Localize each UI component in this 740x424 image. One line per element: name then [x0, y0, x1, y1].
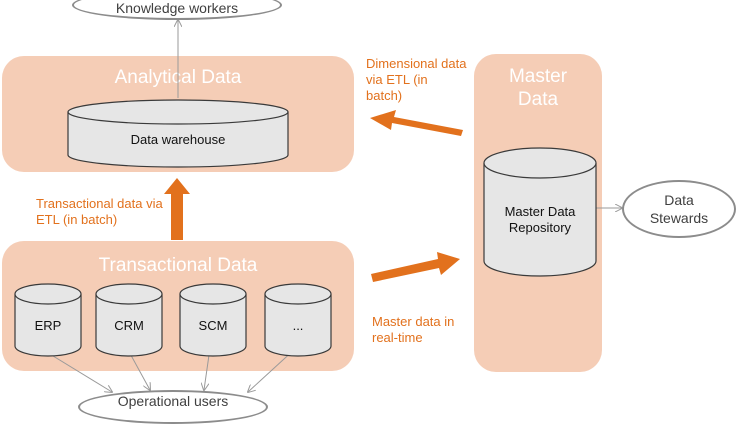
transactional-etl-note-line2: ETL (in batch) — [36, 212, 118, 227]
other-system-cylinder — [264, 283, 332, 357]
master-data-repository-cylinder — [483, 147, 597, 277]
scm-label: SCM — [198, 318, 228, 333]
knowledge-workers-label: Knowledge workers — [115, 0, 239, 16]
data-warehouse-label: Data warehouse — [130, 132, 226, 147]
crm-cylinder — [95, 283, 163, 357]
master-data-repository-label-line1: Master Data — [504, 204, 576, 219]
other-system-label: ... — [292, 318, 304, 333]
master-data-title-line1: Master — [508, 66, 568, 87]
dimensional-etl-note-line1: Dimensional data — [366, 56, 467, 71]
dimensional-etl-note-line2: via ETL (in — [366, 72, 428, 87]
operational-users-ellipse: Operational users — [78, 390, 268, 424]
scm-cylinder — [179, 283, 247, 357]
data-stewards-label-line1: Data — [664, 192, 694, 208]
dimensional-etl-note-line3: batch) — [366, 88, 403, 103]
data-warehouse-cylinder — [67, 99, 289, 168]
master-realtime-note-line1: Master data in — [372, 314, 455, 329]
master-data-title-line2: Data — [517, 89, 559, 110]
transactional-to-warehouse-arrow — [164, 178, 190, 240]
transactional-etl-note-line1: Transactional data via — [36, 196, 163, 211]
transactional-data-title: Transactional Data — [98, 255, 258, 276]
transactional-etl-note: Transactional data via ETL (in batch) — [36, 196, 163, 228]
erp-cylinder — [14, 283, 82, 357]
erp-label: ERP — [34, 318, 62, 333]
crm-label: CRM — [114, 318, 144, 333]
diagram-graphics — [14, 0, 740, 414]
master-data-realtime-arrow — [371, 252, 460, 282]
master-data-repository-label-line2: Repository — [508, 220, 572, 235]
operational-users-label: Operational users — [117, 393, 229, 409]
master-realtime-note-line2: real-time — [372, 330, 423, 345]
master-realtime-note: Master data in real-time — [372, 314, 454, 346]
operational-users-connectors — [40, 348, 296, 392]
data-stewards-label-line2: Stewards — [649, 210, 709, 226]
data-stewards-ellipse: Data Stewards — [622, 180, 736, 238]
dimensional-to-warehouse-arrow — [370, 110, 463, 136]
dimensional-etl-note: Dimensional data via ETL (in batch) — [366, 56, 466, 104]
